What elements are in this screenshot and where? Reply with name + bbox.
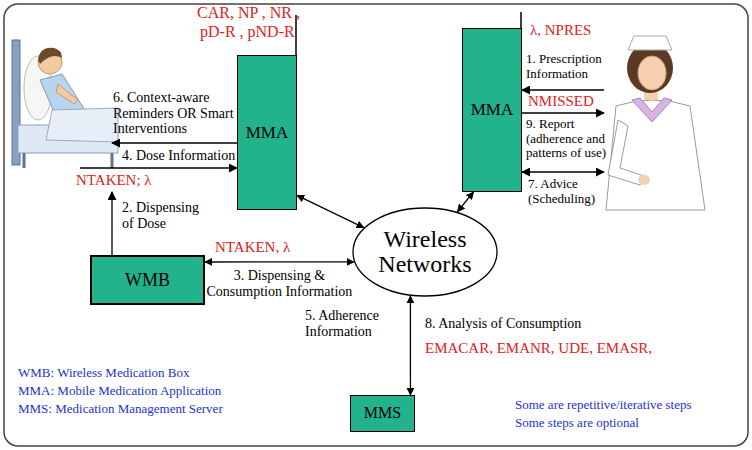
mobile-app-box: MMA — [237, 55, 297, 210]
medication-box: WMB — [90, 255, 205, 305]
mobile-app-box: MMA — [462, 28, 522, 192]
step-label: 1. Prescription Information — [526, 52, 608, 81]
step-label: 6. Context-aware Reminders OR Smart Inte… — [113, 90, 237, 137]
abbreviation-note: MMA: Mobile Medication Application — [18, 384, 221, 399]
step-label: 7. Advice (Scheduling) — [528, 177, 604, 206]
step-arrow — [112, 142, 237, 143]
node-label: MMA — [246, 124, 289, 142]
nurse-collar — [632, 98, 672, 122]
note-label: Some steps are optional — [515, 416, 639, 431]
blanket — [46, 108, 118, 142]
nurse-face — [638, 56, 666, 90]
connector-arrow — [458, 192, 474, 212]
nurse-cap — [628, 36, 672, 50]
parameter-label: NMISSED — [528, 93, 594, 110]
patient-hair — [38, 48, 62, 64]
step-label: 5. Adherence Information — [305, 308, 400, 339]
note-label: Some are repetitive/iterative steps — [515, 398, 692, 413]
patient-illustration — [12, 40, 118, 168]
node-label: MMS — [364, 405, 401, 422]
step-arrow — [522, 171, 604, 172]
step-label: 4. Dose Information — [122, 148, 235, 164]
patient-arm — [56, 84, 78, 104]
parameter-label: CAR, NP , NR , — [197, 4, 300, 22]
step-arrow — [111, 192, 112, 255]
nurse-hand — [638, 175, 650, 185]
ellipse-shape — [353, 208, 497, 296]
step-label: 9. Report (adherence and patterns of use… — [526, 117, 612, 161]
parameter-label: NTAKEN; λ — [76, 172, 152, 189]
parameter-label: EMACAR, EMANR, UDE, EMASR, — [425, 340, 652, 357]
nurse-arm — [608, 120, 644, 185]
connector-arrow — [205, 261, 354, 262]
parameter-label: pD-R , pND-R — [200, 23, 295, 41]
server-box: MMS — [350, 395, 415, 432]
parameter-label: λ, NPRES — [530, 22, 591, 39]
step-arrow — [80, 167, 237, 168]
node-label: Wireless Networks — [355, 227, 495, 277]
outer-border — [4, 4, 748, 446]
step-arrow — [522, 89, 604, 90]
network-ellipse: Wireless Networks — [352, 207, 498, 297]
step-arrow — [522, 112, 604, 113]
parameter-label: NTAKEN, λ — [215, 239, 290, 256]
step-label: 2. Dispensing of Dose — [122, 200, 206, 231]
node-label: MMA — [471, 101, 514, 119]
nurse-illustration — [606, 36, 705, 210]
phone-antenna — [520, 12, 522, 28]
bed-leg — [111, 153, 114, 168]
connector-arrow — [297, 195, 364, 227]
step-label: 8. Analysis of Consumption — [425, 316, 581, 332]
abbreviation-note: WMB: Wireless Medication Box — [18, 366, 189, 381]
connector-label: 3. Dispensing & Consumption Information — [204, 268, 354, 299]
connector-arrow — [410, 296, 411, 395]
bed-leg — [23, 153, 26, 168]
abbreviation-note: MMS: Medication Management Server — [18, 402, 223, 417]
node-label: WMB — [125, 271, 170, 290]
